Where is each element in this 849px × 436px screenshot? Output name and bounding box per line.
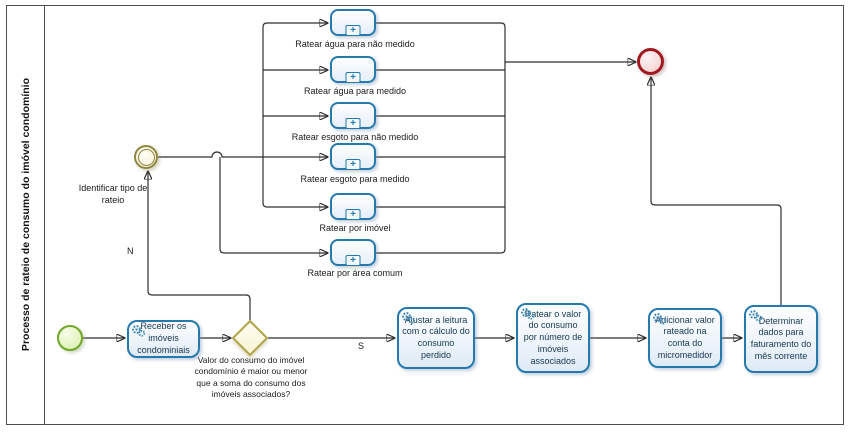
event-gateway[interactable] <box>134 145 158 169</box>
flow-eventgateway-to-esgoto-medido <box>158 151 328 157</box>
subprocess-ratear-agua-nao-medido[interactable]: + <box>330 9 376 36</box>
subprocess-plus-icon[interactable]: + <box>345 118 361 129</box>
gears-icon <box>749 310 763 322</box>
gears-icon <box>653 313 667 325</box>
flow-decision-no-to-eventgateway <box>148 171 251 325</box>
task-label: Determinar dados para faturamento do mês… <box>750 315 812 361</box>
task-determinar-dados[interactable]: Determinar dados para faturamento do mês… <box>744 305 818 373</box>
subprocess-ratear-agua-medido[interactable]: + <box>330 56 376 83</box>
branch-label-s: S <box>358 341 365 351</box>
subprocess-label: Ratear esgoto para medido <box>300 174 410 184</box>
subprocess-plus-icon[interactable]: + <box>345 25 361 36</box>
subprocess-label: Ratear por imóvel <box>319 223 391 233</box>
end-event[interactable] <box>637 48 664 75</box>
task-adicionar-valor[interactable]: Adicionar valor rateado na conta do micr… <box>648 308 722 368</box>
task-label: Adicionar valor rateado na conta do micr… <box>655 314 715 360</box>
task-label: Ratear o valor do consumo por número de … <box>523 308 583 366</box>
subprocess-label: Ratear por área comum <box>307 268 403 278</box>
event-gateway-label: Identificar tipo de rateio <box>78 183 148 205</box>
subprocess-plus-icon[interactable]: + <box>345 72 361 83</box>
task-ajustar-leitura[interactable]: Ajustar a leitura com o cálculo do consu… <box>397 307 475 369</box>
task-label: Receber os imóveis condominiais <box>137 321 190 355</box>
subprocess-ratear-esgoto-medido[interactable]: + <box>330 143 376 170</box>
subprocess-plus-icon[interactable]: + <box>345 255 361 266</box>
flow-determinar-to-end <box>651 77 782 305</box>
subprocess-plus-icon[interactable]: + <box>345 209 361 220</box>
start-event[interactable] <box>57 325 83 351</box>
subprocess-ratear-por-area-comum[interactable]: + <box>330 239 376 266</box>
gateway-question-label: Valor do consumo do imóvel condomínio é … <box>194 355 308 400</box>
subprocess-plus-icon[interactable]: + <box>345 159 361 170</box>
task-receber-imoveis[interactable]: Receber os imóveis condominiais <box>127 320 200 358</box>
subprocess-label: Ratear água para não medido <box>295 39 415 49</box>
pool-header: Processo de rateio de consumo do imóvel … <box>7 6 45 424</box>
flow-trunk-to-agua-nao-medido <box>262 23 328 157</box>
gears-icon <box>402 312 416 324</box>
branch-label-n: N <box>127 246 134 256</box>
event-gateway-inner-ring <box>137 148 155 166</box>
subprocess-label: Ratear água para medido <box>303 86 407 96</box>
task-ratear-valor-consumo[interactable]: Ratear o valor do consumo por número de … <box>516 303 590 373</box>
subprocess-label: Ratear esgoto para não medido <box>291 132 419 142</box>
gears-icon <box>132 325 146 337</box>
flow-to-por-area-comum <box>219 157 328 253</box>
gears-icon <box>521 308 535 320</box>
task-label: Ajustar a leitura com o cálculo do consu… <box>402 314 470 360</box>
flow-trunk-to-por-imovel <box>262 157 328 207</box>
flow-collector-outer <box>376 22 506 254</box>
subprocess-ratear-por-imovel[interactable]: + <box>330 193 376 220</box>
subprocess-ratear-esgoto-nao-medido[interactable]: + <box>330 102 376 129</box>
